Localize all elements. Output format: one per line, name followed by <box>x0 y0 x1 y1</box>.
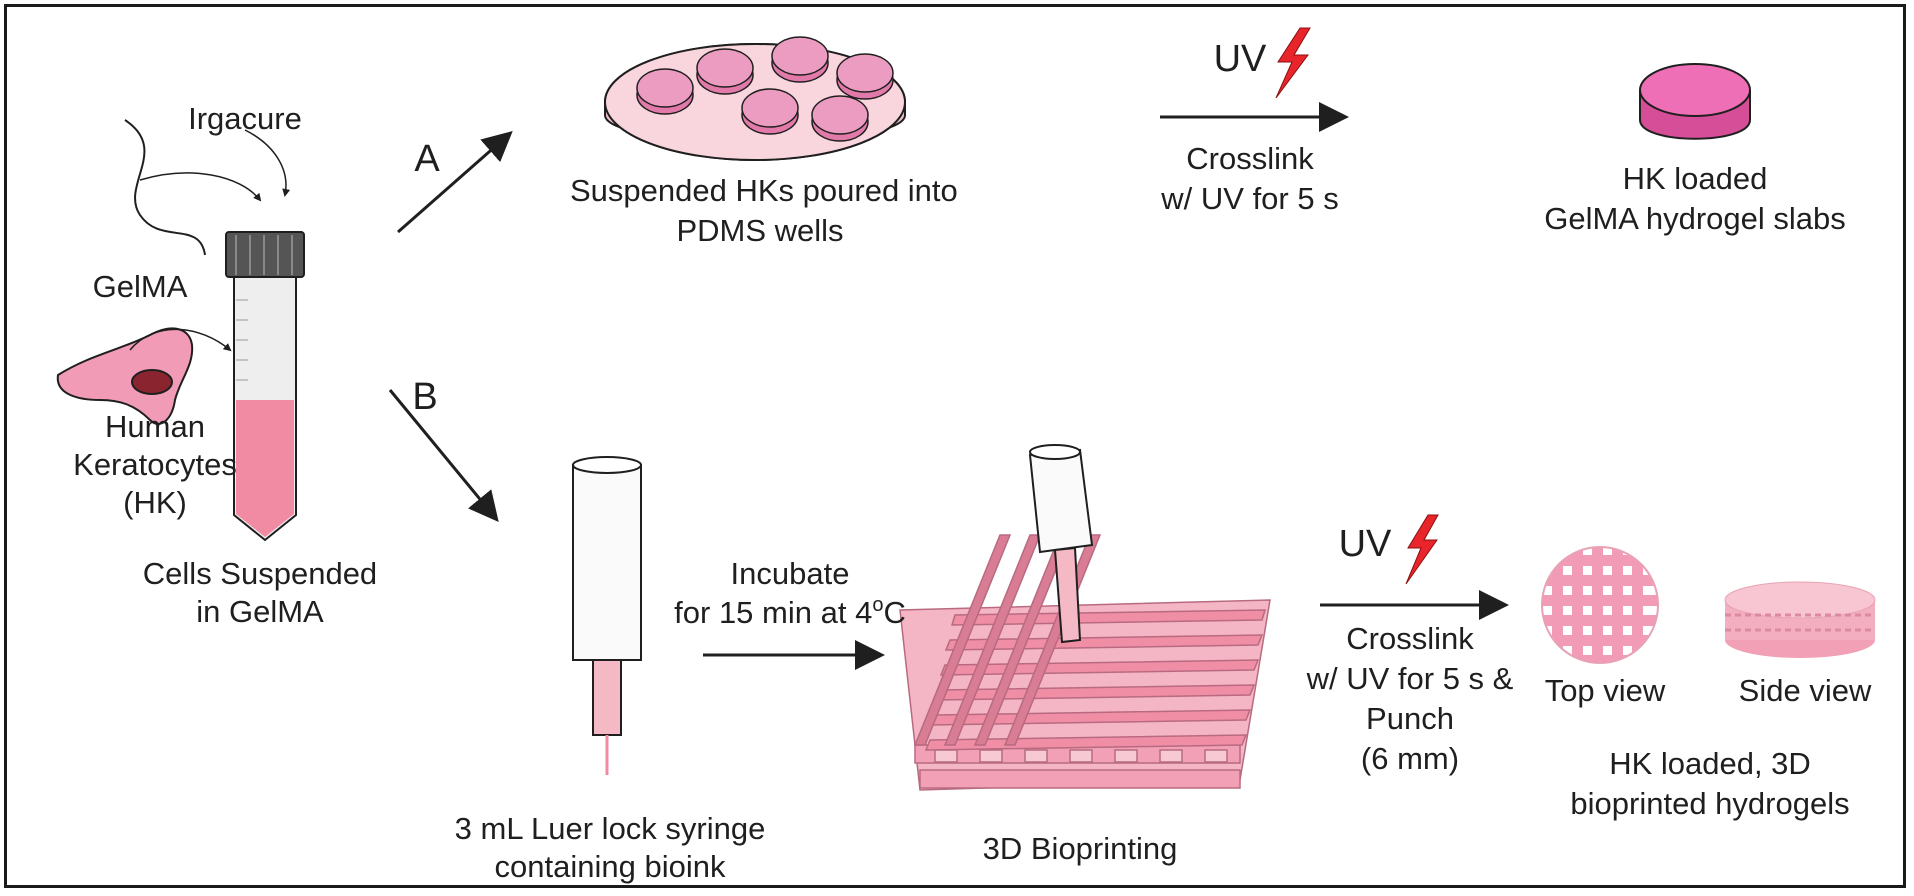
pdms-dish-icon <box>604 36 906 161</box>
bioprinting-label: 3D Bioprinting <box>982 831 1178 866</box>
slab-result-line2: GelMA hydrogel slabs <box>1544 201 1846 236</box>
falcon-tube-icon <box>225 231 305 542</box>
slab-result-line1: HK loaded <box>1622 161 1768 196</box>
route-a-arrow <box>397 131 513 234</box>
bioprinted-result-line2: bioprinted hydrogels <box>1570 786 1850 821</box>
lightning-icon <box>1405 514 1439 585</box>
crosslink-a-line1: Crosslink <box>1186 141 1314 176</box>
cells-label-line3: (HK) <box>123 485 187 520</box>
crosslink-b-line2: w/ UV for 5 s & <box>1306 661 1514 696</box>
bioprinted-scaffold-icon <box>899 534 1271 791</box>
incubate-label-line2: for 15 min at 4oC <box>674 594 906 630</box>
top-view-label: Top view <box>1544 673 1666 708</box>
uv-b-label: UV <box>1338 523 1392 565</box>
crosslink-b-line3: Punch <box>1366 701 1454 736</box>
route-b-arrow <box>388 389 499 522</box>
crosslink-b-line1: Crosslink <box>1346 621 1474 656</box>
crosslink-a-line2: w/ UV for 5 s <box>1161 181 1339 216</box>
top-view-disc-icon <box>1541 546 1659 664</box>
tube-caption-line2: in GelMA <box>196 594 324 629</box>
route-b-letter: B <box>412 376 438 418</box>
bioprinted-result-line1: HK loaded, 3D <box>1609 746 1811 781</box>
uv-a-label: UV <box>1213 38 1267 80</box>
syringe-label-line2: containing bioink <box>494 849 726 884</box>
side-view-stack-icon <box>1724 581 1876 658</box>
syringe-label-line1: 3 mL Luer lock syringe <box>454 811 766 846</box>
cells-label-line1: Human <box>105 409 205 444</box>
keratocyte-cell-icon <box>56 327 232 425</box>
crosslink-b-line4: (6 mm) <box>1360 741 1460 776</box>
cells-label-line2: Keratocytes <box>73 447 237 482</box>
irgacure-label: Irgacure <box>188 101 302 136</box>
lightning-icon <box>1275 27 1311 99</box>
pour-label-line1: Suspended HKs poured into <box>570 173 958 208</box>
syringe-icon <box>572 456 642 775</box>
incubate-label-line1: Incubate <box>730 556 850 591</box>
printer-nozzle-icon <box>1028 444 1094 644</box>
irgacure-curve-icon <box>124 119 291 256</box>
route-a-letter: A <box>414 138 440 180</box>
gelma-label: GelMA <box>92 269 188 304</box>
pour-label-line2: PDMS wells <box>676 213 844 248</box>
side-view-label: Side view <box>1738 673 1872 708</box>
hydrogel-slab-icon <box>1639 63 1751 140</box>
tube-caption-line1: Cells Suspended <box>142 556 378 591</box>
